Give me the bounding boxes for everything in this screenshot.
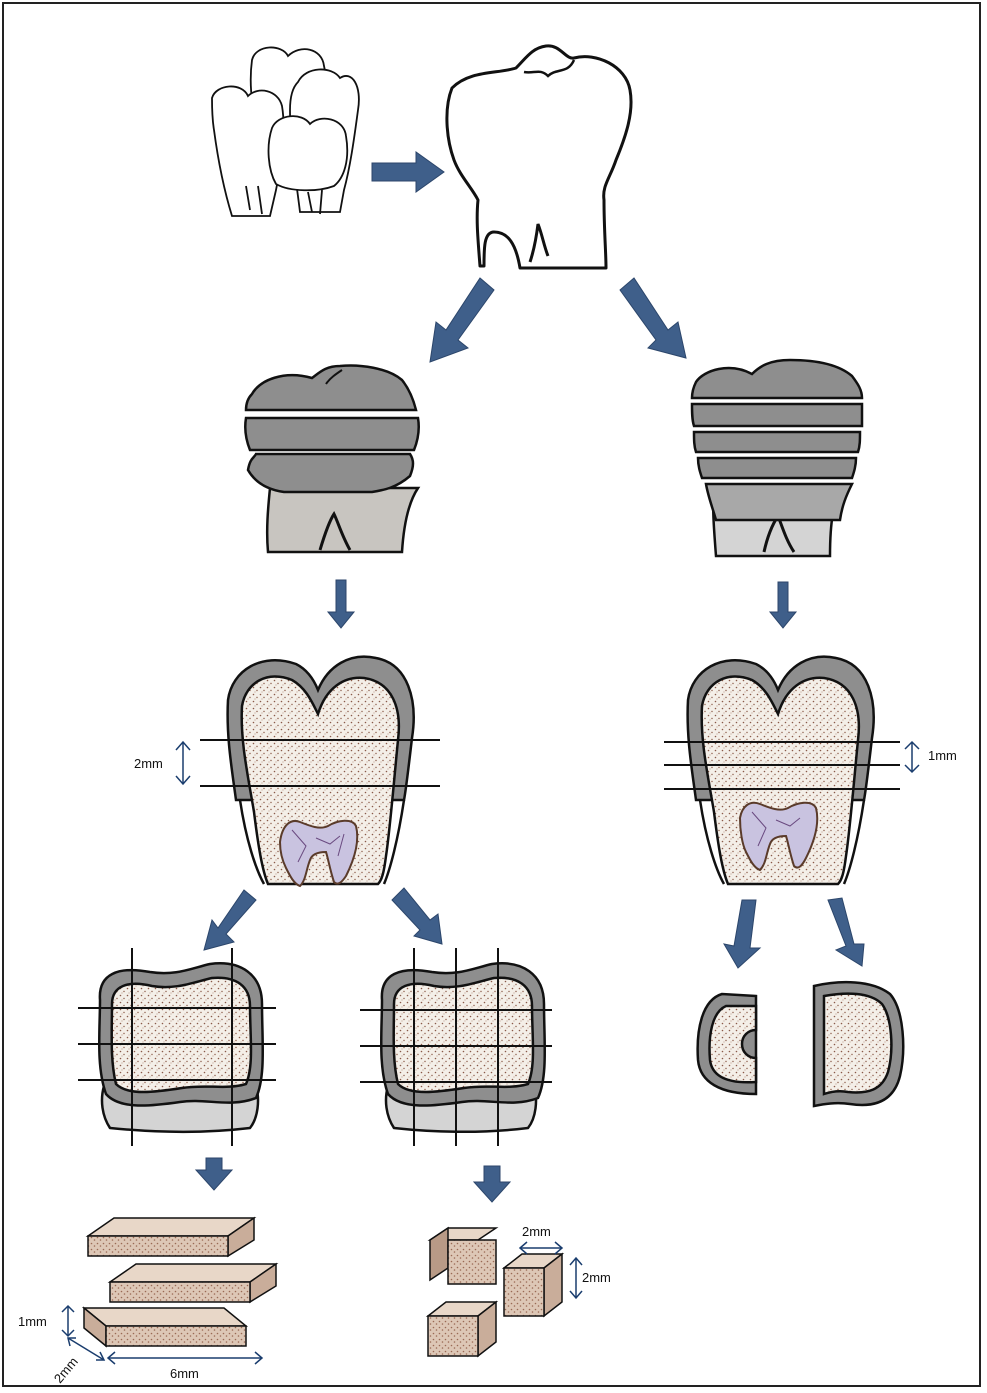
molar-cluster-sketch [212,47,359,216]
cube-height-label: 2mm [582,1270,611,1285]
slice-grid-slabs [99,963,263,1131]
arrow-down-right-2 [770,582,796,628]
arrow-to-slabs [196,1158,232,1190]
right-section-thickness-label: 1mm [928,748,957,763]
slab-height-label: 1mm [18,1314,47,1329]
arrow-to-cubes [474,1166,510,1202]
slice-grid-cubes [381,963,545,1131]
arrow-down-right-1 [620,278,686,358]
cube-3 [428,1302,496,1356]
arrow-down-left-4 [724,900,760,968]
left-sectioned-crown [245,366,419,552]
single-molar-outline [447,46,631,268]
cube-2 [504,1254,562,1316]
right-1mm-dimension [905,742,919,772]
arrow-down-left-2 [328,580,354,628]
right-sectioned-crown [692,360,862,556]
cube-1 [430,1228,496,1284]
half-slice-right [814,982,903,1106]
arrow-down-right-4 [828,898,864,966]
left-2mm-dimension [176,742,190,784]
half-slice-left [698,994,756,1094]
arrow-down-right-3 [392,888,442,944]
arrow-down-left-1 [430,278,494,362]
slab-3 [84,1308,246,1346]
slab-length-label: 6mm [170,1366,199,1381]
left-section-thickness-label: 2mm [134,756,163,771]
slab-width-label: 2mm [51,1354,81,1386]
cube-width-label: 2mm [522,1224,551,1239]
left-cross-section-tooth [228,657,414,886]
arrow-right-top [372,152,444,192]
slab-1 [88,1218,254,1256]
arrow-down-left-3 [204,890,256,950]
right-cross-section-tooth [688,657,874,884]
slab-2 [110,1264,276,1302]
